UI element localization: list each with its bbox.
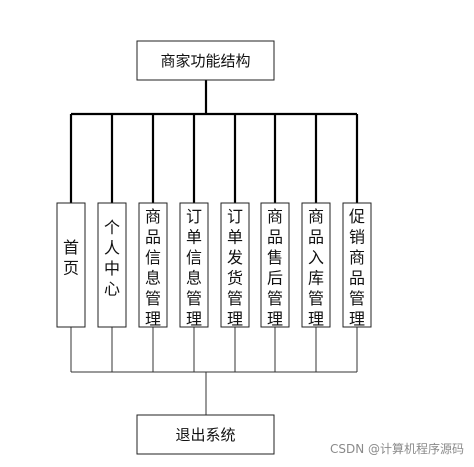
module-label: 商品售后管理	[267, 207, 283, 329]
module-node-6: 商品入库管理	[301, 202, 331, 329]
module-label: 个人中心	[104, 218, 120, 299]
module-label: 商品信息管理	[145, 207, 161, 329]
module-node-5: 商品售后管理	[260, 202, 290, 329]
module-label: 商品入库管理	[308, 207, 324, 329]
module-label: 首页	[63, 238, 79, 278]
module-label: 订单信息管理	[186, 207, 202, 329]
module-label: 促销商品管理	[349, 207, 365, 329]
bottom-connectors	[70, 327, 358, 415]
root-node: 商家功能结构	[136, 40, 275, 81]
module-node-3: 订单信息管理	[179, 202, 209, 329]
root-node-label: 商家功能结构	[160, 52, 250, 70]
exit-node-label: 退出系统	[175, 426, 235, 444]
module-node-0: 首页	[56, 202, 86, 328]
exit-node: 退出系统	[136, 414, 275, 455]
module-node-1: 个人中心	[97, 202, 127, 328]
module-node-4: 订单发货管理	[220, 202, 250, 329]
watermark: CSDN @计算机程序源码	[329, 442, 464, 456]
top-connectors	[69, 80, 359, 203]
module-node-2: 商品信息管理	[138, 202, 168, 329]
module-label: 订单发货管理	[227, 207, 243, 329]
module-node-7: 促销商品管理	[342, 202, 372, 329]
